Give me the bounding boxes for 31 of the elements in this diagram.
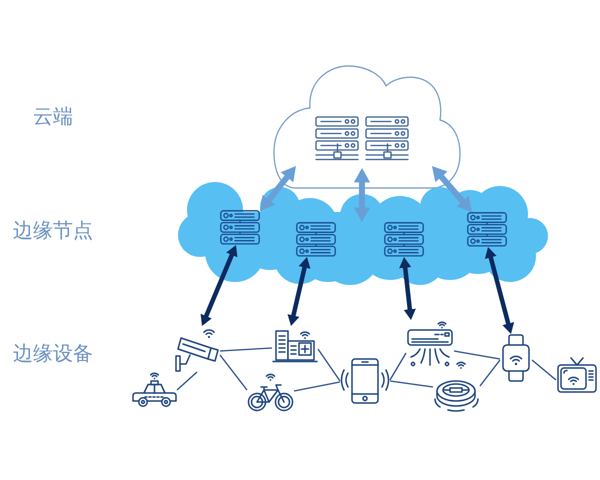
connector-line [220, 347, 272, 352]
tier-label: 边缘设备 [13, 342, 93, 364]
double-arrow [288, 257, 310, 326]
connector-line [176, 372, 198, 390]
connector-line [454, 350, 500, 360]
double-arrow [260, 166, 296, 212]
connector-line [479, 360, 501, 386]
robot-vacuum-icon [433, 360, 480, 412]
connector-line [317, 348, 341, 382]
cloud-shape [178, 182, 548, 285]
connector-line [390, 380, 434, 388]
server-rack-icon [384, 222, 424, 256]
television-icon [556, 356, 598, 394]
server-rack-icon [468, 212, 506, 246]
smartphone-icon [340, 358, 390, 404]
connector-line [294, 381, 340, 392]
double-arrow [432, 166, 472, 212]
connector-line [389, 352, 407, 380]
connector-line [532, 360, 556, 381]
double-arrow [399, 257, 416, 320]
double-arrow [354, 168, 370, 222]
taxi-icon [132, 372, 177, 408]
smartwatch-icon [500, 334, 532, 382]
double-arrow [484, 247, 514, 334]
bicycle-icon [247, 372, 294, 412]
server-rack-icon [296, 222, 336, 256]
connector-line [219, 354, 248, 390]
tier-label: 云端 [33, 105, 73, 127]
double-arrow [200, 245, 238, 326]
tier-label: 边缘节点 [13, 219, 93, 241]
server-rack-icon [220, 210, 260, 244]
